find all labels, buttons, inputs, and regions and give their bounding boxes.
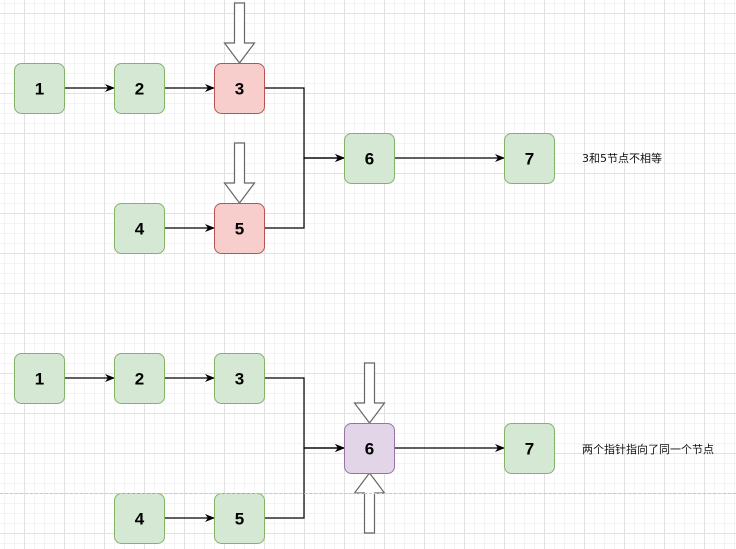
node-box: [114, 63, 165, 114]
node-box: [344, 423, 395, 474]
edge-same-node-5-to-6[interactable]: [264, 444, 345, 519]
node-label: 6: [365, 440, 374, 459]
node-label: 2: [135, 370, 144, 389]
node-unequal-nodes-7[interactable]: 7: [504, 133, 555, 184]
node-box: [214, 353, 265, 404]
node-box: [504, 423, 555, 474]
node-same-node-7[interactable]: 7: [504, 423, 555, 474]
node-same-node-6[interactable]: 6: [344, 423, 395, 474]
node-label: 3: [235, 80, 244, 99]
node-label: 7: [525, 440, 534, 459]
node-box: [504, 133, 555, 184]
node-same-node-4[interactable]: 4: [114, 493, 165, 544]
node-unequal-nodes-6[interactable]: 6: [344, 133, 395, 184]
node-label: 4: [135, 510, 145, 529]
node-same-node-5[interactable]: 5: [214, 493, 265, 544]
edge-same-node-3-to-6[interactable]: [264, 377, 345, 452]
node-label: 6: [365, 150, 374, 169]
node-box: [344, 133, 395, 184]
node-unequal-nodes-2[interactable]: 2: [114, 63, 165, 114]
node-label: 5: [235, 510, 244, 529]
node-label: 4: [135, 220, 145, 239]
node-unequal-nodes-4[interactable]: 4: [114, 203, 165, 254]
pointer-arrow-up-icon[interactable]: [353, 472, 386, 534]
node-box: [14, 353, 65, 404]
node-box: [114, 353, 165, 404]
pointer-arrow-down-icon[interactable]: [223, 2, 256, 64]
node-box: [214, 63, 265, 114]
node-unequal-nodes-5[interactable]: 5: [214, 203, 265, 254]
page-break-line: [0, 493, 736, 494]
node-label: 5: [235, 220, 244, 239]
node-box: [214, 203, 265, 254]
node-unequal-nodes-3[interactable]: 3: [214, 63, 265, 114]
node-same-node-3[interactable]: 3: [214, 353, 265, 404]
edge-unequal-nodes-5-to-6[interactable]: [264, 154, 345, 229]
note-same-node[interactable]: 两个指针指向了同一个节点: [582, 443, 714, 456]
node-unequal-nodes-1[interactable]: 1: [14, 63, 65, 114]
node-label: 3: [235, 370, 244, 389]
node-box: [14, 63, 65, 114]
pointer-arrow-down-icon[interactable]: [223, 142, 256, 204]
pointer-arrow-down-icon[interactable]: [353, 362, 386, 424]
edge-unequal-nodes-3-to-6[interactable]: [264, 87, 345, 162]
node-box: [114, 203, 165, 254]
node-same-node-1[interactable]: 1: [14, 353, 65, 404]
node-label: 2: [135, 80, 144, 99]
node-label: 1: [35, 80, 44, 99]
node-label: 7: [525, 150, 534, 169]
node-same-node-2[interactable]: 2: [114, 353, 165, 404]
node-label: 1: [35, 370, 44, 389]
note-unequal-nodes[interactable]: 3和5节点不相等: [582, 152, 662, 165]
